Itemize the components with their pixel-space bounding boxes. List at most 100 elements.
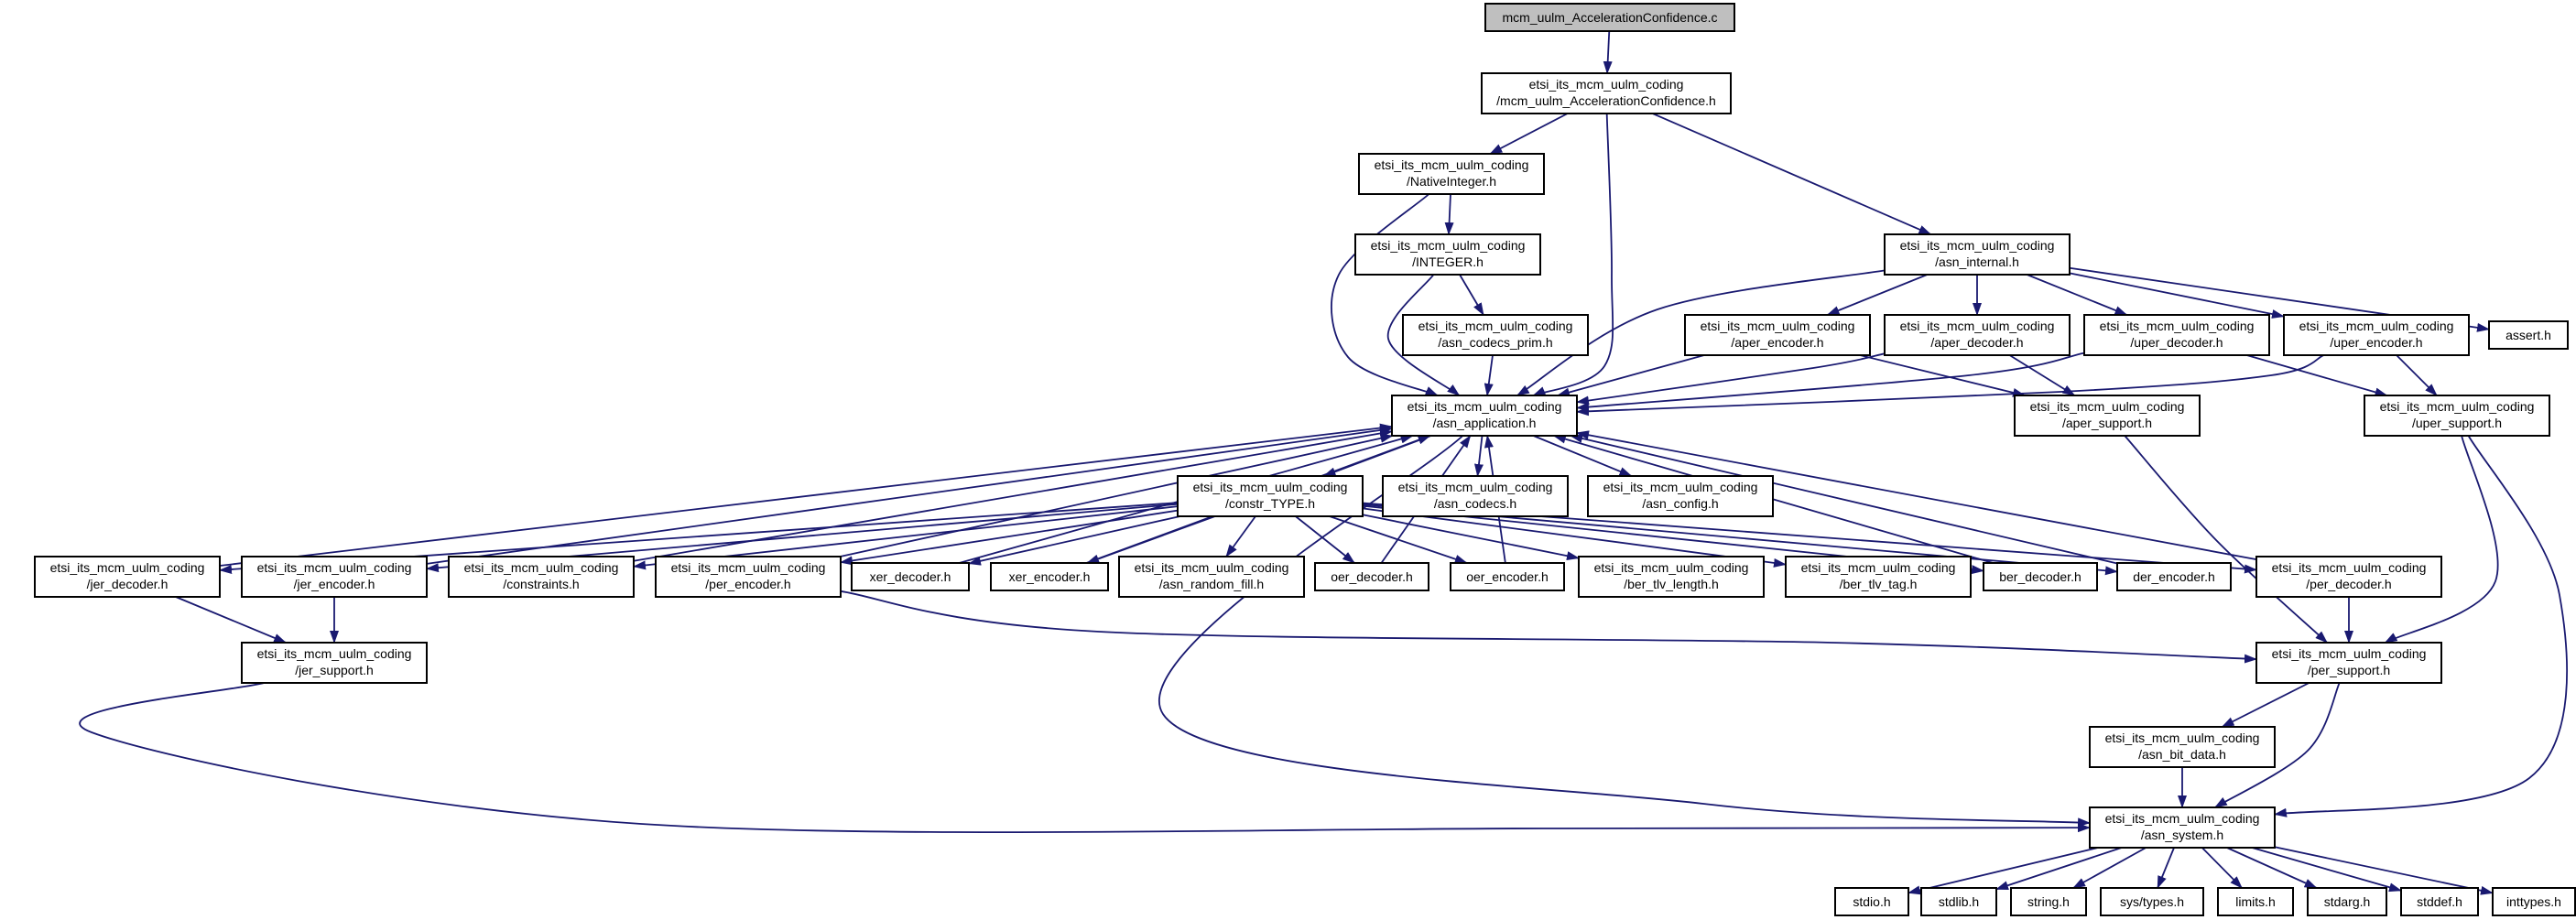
graph-node-label: /jer_decoder.h: [87, 577, 168, 591]
graph-node-asn-application[interactable]: etsi_its_mcm_uulm_coding/asn_application…: [1391, 395, 1578, 437]
graph-node-asn-system[interactable]: etsi_its_mcm_uulm_coding/asn_system.h: [2089, 806, 2276, 849]
include-edge-jer_encoder-to-asn_application: [426, 426, 1393, 565]
graph-node-label: etsi_its_mcm_uulm_coding: [2105, 731, 2260, 745]
include-edge-per_support-to-asn_bit_data: [2221, 682, 2310, 728]
graph-node-label: etsi_its_mcm_uulm_coding: [1529, 77, 1684, 92]
graph-node-constr-TYPE[interactable]: etsi_its_mcm_uulm_coding/constr_TYPE.h: [1177, 475, 1364, 517]
graph-node-per-support[interactable]: etsi_its_mcm_uulm_coding/per_support.h: [2255, 642, 2442, 684]
graph-node-label: /asn_config.h: [1642, 496, 1718, 511]
include-edge-mcm_h-to-native_integer: [1489, 113, 1569, 155]
graph-node-label: sys/types.h: [2120, 894, 2184, 909]
graph-node-label: etsi_its_mcm_uulm_coding: [2100, 319, 2255, 333]
graph-node-label: der_encoder.h: [2133, 569, 2215, 584]
graph-node-label: etsi_its_mcm_uulm_coding: [1701, 319, 1855, 333]
include-edge-asn_system-to-stdarg: [2226, 847, 2318, 889]
graph-node-asn-codecs-prim[interactable]: etsi_its_mcm_uulm_coding/asn_codecs_prim…: [1402, 314, 1589, 356]
graph-node-box: [2255, 556, 2442, 598]
graph-node-label: etsi_its_mcm_uulm_coding: [2272, 560, 2427, 575]
graph-node-label: etsi_its_mcm_uulm_coding: [257, 560, 412, 575]
graph-node-label: /constraints.h: [503, 577, 579, 591]
graph-node-oer-decoder[interactable]: oer_decoder.h: [1314, 562, 1429, 591]
graph-node-box: [2400, 887, 2479, 916]
graph-node-assert-h[interactable]: assert.h: [2488, 320, 2569, 350]
include-edge-uper_encoder-to-asn_application: [1576, 354, 2324, 417]
graph-node-native-integer[interactable]: etsi_its_mcm_uulm_coding/NativeInteger.h: [1358, 153, 1545, 195]
graph-node-asn-random-fill[interactable]: etsi_its_mcm_uulm_coding/asn_random_fill…: [1118, 556, 1305, 598]
graph-node-label: etsi_its_mcm_uulm_coding: [1135, 560, 1289, 575]
graph-node-box: [1382, 475, 1569, 517]
include-edge-der_encoder-to-asn_application: [1570, 434, 2118, 565]
graph-node-box: [448, 556, 635, 598]
graph-node-per-encoder[interactable]: etsi_its_mcm_uulm_coding/per_encoder.h: [655, 556, 842, 598]
graph-node-jer-support[interactable]: etsi_its_mcm_uulm_coding/jer_support.h: [241, 642, 428, 684]
graph-node-box: [1983, 562, 2098, 591]
include-edge-uper_decoder-to-uper_support: [2246, 354, 2388, 397]
graph-node-constraints[interactable]: etsi_its_mcm_uulm_coding/constraints.h: [448, 556, 635, 598]
include-edge-uper_decoder-to-asn_application: [1576, 352, 2085, 412]
include-edge-constr_TYPE-to-xer_decoder: [968, 515, 1180, 566]
graph-node-label: /asn_codecs_prim.h: [1438, 335, 1552, 350]
graph-node-asn-internal[interactable]: etsi_its_mcm_uulm_coding/asn_internal.h: [1884, 233, 2071, 276]
graph-node-sys-types[interactable]: sys/types.h: [2100, 887, 2204, 916]
graph-node-c-file[interactable]: mcm_uulm_AccelerationConfidence.c: [1484, 3, 1735, 32]
graph-node-box: [2089, 806, 2276, 849]
graph-node-uper-encoder[interactable]: etsi_its_mcm_uulm_coding/uper_encoder.h: [2283, 314, 2470, 356]
graph-node-inttypes[interactable]: inttypes.h: [2492, 887, 2576, 916]
graph-node-asn-codecs[interactable]: etsi_its_mcm_uulm_coding/asn_codecs.h: [1382, 475, 1569, 517]
graph-node-stdarg[interactable]: stdarg.h: [2307, 887, 2387, 916]
graph-node-label: /jer_encoder.h: [294, 577, 375, 591]
graph-node-label: etsi_its_mcm_uulm_coding: [671, 560, 826, 575]
graph-node-aper-encoder[interactable]: etsi_its_mcm_uulm_coding/aper_encoder.h: [1684, 314, 1871, 356]
include-edge-aper_encoder-to-asn_application: [1557, 354, 1705, 397]
graph-node-label: etsi_its_mcm_uulm_coding: [2030, 399, 2185, 414]
graph-node-stdlib[interactable]: stdlib.h: [1920, 887, 1997, 916]
graph-node-ber-decoder[interactable]: ber_decoder.h: [1983, 562, 2098, 591]
include-edge-asn_system-to-string: [2072, 847, 2147, 889]
graph-node-jer-decoder[interactable]: etsi_its_mcm_uulm_coding/jer_decoder.h: [34, 556, 221, 598]
include-edge-asn_system-to-stdlib: [1995, 847, 2123, 891]
graph-node-stddef[interactable]: stddef.h: [2400, 887, 2479, 916]
include-edge-jer_decoder-to-jer_support: [175, 596, 288, 644]
graph-node-uper-decoder[interactable]: etsi_its_mcm_uulm_coding/uper_decoder.h: [2083, 314, 2270, 356]
graph-node-label: /NativeInteger.h: [1407, 174, 1496, 189]
graph-node-label: etsi_its_mcm_uulm_coding: [1900, 319, 2055, 333]
graph-node-label: assert.h: [2505, 328, 2551, 342]
graph-node-label: /ber_tlv_length.h: [1624, 577, 1719, 591]
graph-node-label: etsi_its_mcm_uulm_coding: [1594, 560, 1749, 575]
graph-node-label: ber_decoder.h: [1999, 569, 2081, 584]
graph-node-uper-support[interactable]: etsi_its_mcm_uulm_coding/uper_support.h: [2364, 395, 2550, 437]
graph-node-xer-decoder[interactable]: xer_decoder.h: [851, 562, 970, 591]
graph-node-label: /uper_decoder.h: [2130, 335, 2223, 350]
graph-node-ber-tlv-tag[interactable]: etsi_its_mcm_uulm_coding/ber_tlv_tag.h: [1785, 556, 1972, 598]
graph-node-mcm-h[interactable]: etsi_its_mcm_uulm_coding/mcm_uulm_Accele…: [1481, 72, 1732, 114]
include-edge-jer_support-to-asn_system: [79, 682, 2091, 834]
graph-node-limits[interactable]: limits.h: [2217, 887, 2294, 916]
graph-node-label: /mcm_uulm_AccelerationConfidence.h: [1496, 93, 1716, 108]
include-edge-constr_TYPE-to-ber_tlv_tag: [1362, 507, 1787, 568]
graph-node-integer[interactable]: etsi_its_mcm_uulm_coding/INTEGER.h: [1354, 233, 1541, 276]
graph-node-per-decoder[interactable]: etsi_its_mcm_uulm_coding/per_decoder.h: [2255, 556, 2442, 598]
graph-node-box: [1884, 233, 2071, 276]
include-edge-asn_internal-to-aper_encoder: [1826, 274, 1928, 316]
graph-node-box: [2116, 562, 2232, 591]
include-edge-constr_TYPE-to-asn_random_fill: [1225, 515, 1256, 557]
graph-node-label: /asn_system.h: [2141, 828, 2223, 842]
graph-node-jer-encoder[interactable]: etsi_its_mcm_uulm_coding/jer_encoder.h: [241, 556, 428, 598]
graph-node-label: /ber_tlv_tag.h: [1840, 577, 1918, 591]
graph-node-label: /aper_support.h: [2062, 416, 2152, 430]
graph-node-der-encoder[interactable]: der_encoder.h: [2116, 562, 2232, 591]
graph-node-asn-bit-data[interactable]: etsi_its_mcm_uulm_coding/asn_bit_data.h: [2089, 726, 2276, 768]
graph-node-string[interactable]: string.h: [2010, 887, 2087, 916]
graph-node-asn-config[interactable]: etsi_its_mcm_uulm_coding/asn_config.h: [1587, 475, 1774, 517]
graph-node-label: etsi_its_mcm_uulm_coding: [257, 646, 412, 661]
graph-node-aper-support[interactable]: etsi_its_mcm_uulm_coding/aper_support.h: [2014, 395, 2201, 437]
graph-node-xer-encoder[interactable]: xer_encoder.h: [990, 562, 1109, 591]
include-edge-aper_encoder-to-aper_support: [1859, 354, 2026, 397]
graph-node-ber-tlv-length[interactable]: etsi_its_mcm_uulm_coding/ber_tlv_length.…: [1578, 556, 1765, 598]
include-edge-asn_internal-to-asn_application: [1516, 269, 1886, 396]
graph-node-stdio[interactable]: stdio.h: [1834, 887, 1909, 916]
graph-node-oer-encoder[interactable]: oer_encoder.h: [1450, 562, 1565, 591]
graph-node-aper-decoder[interactable]: etsi_its_mcm_uulm_coding/aper_decoder.h: [1884, 314, 2071, 356]
graph-node-label: /asn_application.h: [1433, 416, 1537, 430]
include-edge-mcm_h-to-asn_application: [1532, 113, 1614, 396]
